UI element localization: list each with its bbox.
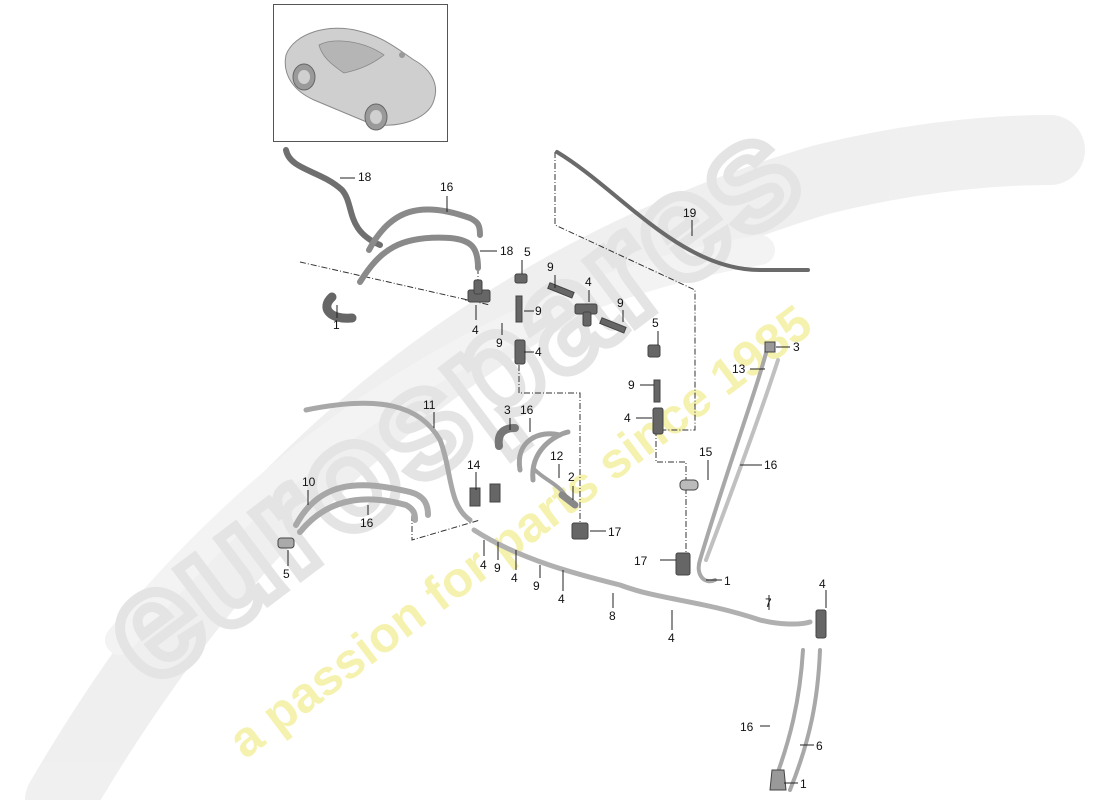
callout-label[interactable]: 1 bbox=[724, 574, 731, 588]
callout-label[interactable]: 1 bbox=[333, 318, 340, 332]
vehicle-thumbnail bbox=[273, 4, 448, 142]
callout-label[interactable]: 4 bbox=[819, 577, 826, 591]
callout-label[interactable]: 4 bbox=[511, 571, 518, 585]
callout-label[interactable]: 4 bbox=[668, 631, 675, 645]
car-icon bbox=[284, 27, 437, 131]
callout-label[interactable]: 17 bbox=[634, 554, 648, 568]
callout-label[interactable]: 2 bbox=[568, 470, 575, 484]
callout-label[interactable]: 4 bbox=[624, 411, 631, 425]
callout-label[interactable]: 9 bbox=[547, 260, 554, 274]
callout-label[interactable]: 4 bbox=[480, 558, 487, 572]
t-piece bbox=[815, 609, 827, 639]
t-piece bbox=[514, 339, 526, 365]
callout-label[interactable]: 19 bbox=[683, 206, 697, 220]
callout-label[interactable]: 16 bbox=[740, 720, 754, 734]
callout-label[interactable]: 9 bbox=[494, 561, 501, 575]
callout-label[interactable]: 10 bbox=[302, 475, 316, 489]
connectors bbox=[277, 273, 827, 791]
valve bbox=[571, 522, 589, 540]
callout-label[interactable]: 5 bbox=[524, 245, 531, 259]
callout-label[interactable]: 14 bbox=[467, 458, 481, 472]
callout-label[interactable]: 5 bbox=[652, 316, 659, 330]
callout-label[interactable]: 4 bbox=[472, 323, 479, 337]
callout-label[interactable]: 5 bbox=[283, 567, 290, 581]
callout-label[interactable]: 6 bbox=[816, 739, 823, 753]
hoses bbox=[283, 147, 822, 792]
callout-label[interactable]: 4 bbox=[585, 275, 592, 289]
elbow-connector bbox=[514, 273, 528, 284]
callout-label[interactable]: 3 bbox=[504, 403, 511, 417]
clip bbox=[679, 479, 699, 491]
callout-label[interactable]: 18 bbox=[500, 244, 514, 258]
callout-label[interactable]: 4 bbox=[558, 592, 565, 606]
callout-label[interactable]: 11 bbox=[423, 398, 436, 412]
callout-label[interactable]: 16 bbox=[520, 403, 534, 417]
valve bbox=[675, 552, 691, 576]
callout-label[interactable]: 16 bbox=[764, 458, 778, 472]
elbow-connector bbox=[647, 344, 661, 358]
callout-label[interactable]: 13 bbox=[732, 362, 746, 376]
callout-label[interactable]: 9 bbox=[496, 336, 503, 350]
t-piece bbox=[652, 407, 664, 435]
callout-label[interactable]: 12 bbox=[550, 449, 564, 463]
callout-label[interactable]: 16 bbox=[440, 180, 454, 194]
callout-label[interactable]: 4 bbox=[535, 345, 542, 359]
leader-lines bbox=[287, 177, 827, 784]
callout-label[interactable]: 7 bbox=[765, 596, 772, 610]
end-cap bbox=[769, 769, 787, 791]
callout-label[interactable]: 8 bbox=[609, 609, 616, 623]
callout-label[interactable]: 15 bbox=[699, 445, 713, 459]
callout-label[interactable]: 9 bbox=[628, 378, 635, 392]
callout-label[interactable]: 1 bbox=[800, 777, 807, 791]
callout-label[interactable]: 9 bbox=[535, 304, 542, 318]
elbow-connector bbox=[277, 537, 295, 549]
callout-label[interactable]: 17 bbox=[608, 525, 622, 539]
callout-label[interactable]: 3 bbox=[793, 340, 800, 354]
callout-label[interactable]: 9 bbox=[617, 296, 624, 310]
callout-label[interactable]: 16 bbox=[360, 516, 374, 530]
callout-label[interactable]: 18 bbox=[358, 170, 372, 184]
callouts: 18 16 18 1 4 9 5 9 9 4 4 9 5 19 3 13 9 4… bbox=[283, 170, 826, 791]
callout-label[interactable]: 9 bbox=[533, 579, 540, 593]
